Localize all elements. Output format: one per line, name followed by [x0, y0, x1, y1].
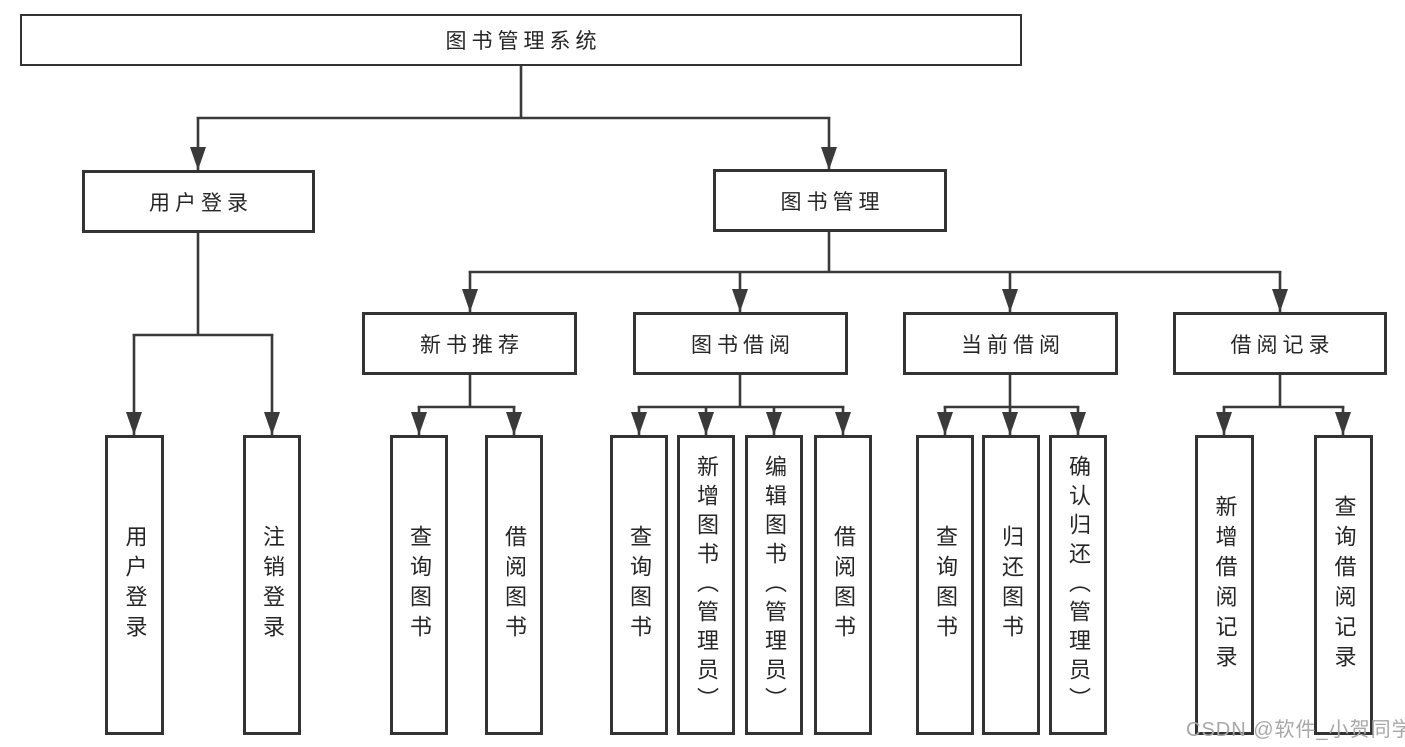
node-label: 借阅图书 [502, 525, 527, 645]
node-new-book-recommendation: 新书推荐 [362, 312, 577, 375]
connector-book-management-to-level3 [462, 232, 1288, 312]
leaf-return-books: 归还图书 [982, 435, 1040, 735]
leaf-confirm-return-admin: 确认归还（管理员） [1049, 435, 1107, 735]
node-label: 查询借阅记录 [1331, 495, 1357, 675]
node-label: 归还图书 [999, 525, 1024, 645]
leaf-query-borrow-record: 查询借阅记录 [1314, 435, 1373, 735]
node-book-borrowing: 图书借阅 [633, 312, 848, 375]
connector-current-borrowing-to-leaves [937, 375, 1086, 435]
node-label: 新书推荐 [420, 333, 524, 357]
node-library-management-system: 图书管理系统 [20, 14, 1022, 66]
node-label: 用户登录 [149, 191, 253, 215]
node-label: 图书管理 [780, 190, 885, 214]
node-label: 借阅记录 [1230, 333, 1335, 357]
node-label: 确认归还（管理员） [1066, 454, 1091, 716]
node-current-borrowing: 当前借阅 [903, 312, 1118, 375]
leaf-edit-books-admin: 编辑图书（管理员） [745, 435, 803, 735]
leaf-query-books-borrowing: 查询图书 [610, 435, 668, 735]
leaf-borrow-books: 借阅图书 [814, 435, 872, 735]
node-user-login: 用户登录 [82, 170, 315, 233]
node-label: 借阅图书 [831, 525, 856, 645]
connector-user-login-to-leaves [126, 233, 280, 435]
node-label: 图书管理系统 [445, 30, 602, 53]
node-label: 查询图书 [407, 525, 432, 645]
node-label: 查询图书 [933, 525, 958, 645]
node-label: 当前借阅 [961, 333, 1065, 357]
leaf-add-borrow-record: 新增借阅记录 [1195, 435, 1254, 735]
connector-book-borrowing-to-leaves [631, 375, 851, 435]
node-book-management: 图书管理 [713, 169, 947, 232]
leaf-query-books-current: 查询图书 [916, 435, 974, 735]
node-label: 新增图书（管理员） [694, 454, 719, 716]
leaf-user-login: 用户登录 [105, 435, 164, 735]
node-label: 新增借阅记录 [1212, 495, 1238, 675]
leaf-add-books-admin: 新增图书（管理员） [677, 435, 735, 735]
connector-borrow-records-to-leaves [1216, 375, 1351, 435]
leaf-borrow-books-recommend: 借阅图书 [485, 435, 543, 735]
leaf-query-books-recommend: 查询图书 [390, 435, 448, 735]
node-label: 编辑图书（管理员） [762, 454, 787, 716]
node-label: 查询图书 [627, 525, 652, 645]
leaf-logout: 注销登录 [243, 435, 301, 735]
node-label: 注销登录 [260, 525, 285, 645]
node-label: 图书借阅 [691, 333, 795, 357]
connector-new-book-to-leaves [411, 375, 522, 435]
csdn-watermark: CSDN @软件_小贺同学 [1186, 719, 1405, 741]
node-borrowing-records: 借阅记录 [1173, 312, 1387, 375]
connector-root-to-level2 [190, 66, 837, 170]
node-label: 用户登录 [122, 525, 148, 645]
